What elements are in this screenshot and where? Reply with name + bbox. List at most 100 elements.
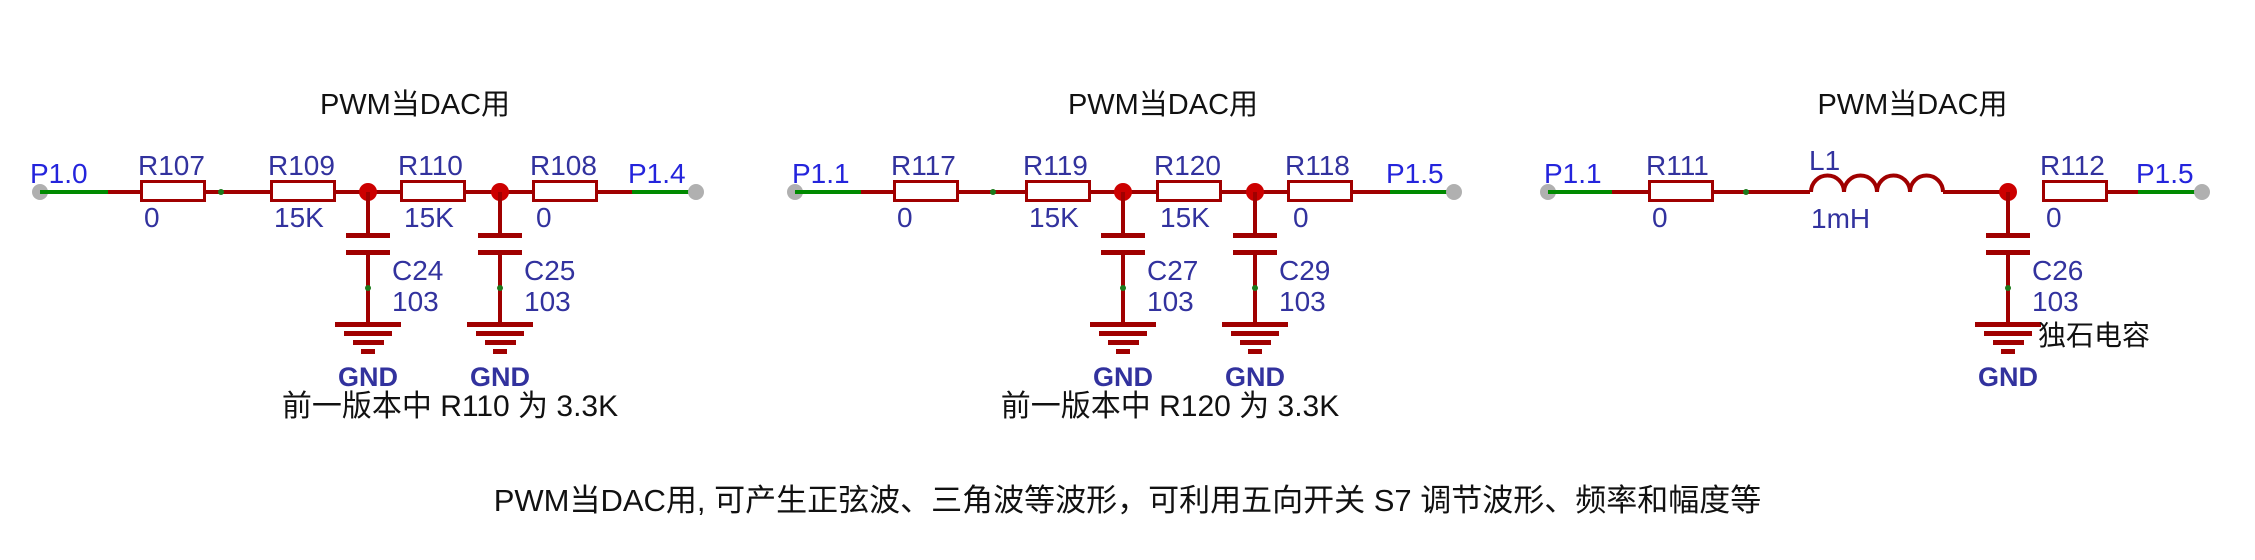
capacitor-C29[interactable] xyxy=(1233,233,1277,238)
capacitor-C24[interactable] xyxy=(346,250,390,255)
gnd-label: GND xyxy=(1093,362,1153,392)
wire xyxy=(1253,192,1257,233)
resistor-value: 15K xyxy=(274,202,324,233)
resistor-ref: R120 xyxy=(1154,150,1221,181)
pin-dot xyxy=(365,285,371,291)
gnd-symbol xyxy=(361,349,375,354)
gnd-label: GND xyxy=(470,362,530,392)
capacitor-C25[interactable] xyxy=(478,233,522,238)
wire xyxy=(1612,190,1648,194)
capacitor-C29[interactable] xyxy=(1233,250,1277,255)
capacitor-C26[interactable] xyxy=(1986,233,2030,238)
resistor-R118[interactable] xyxy=(1287,180,1353,202)
resistor-R108[interactable] xyxy=(532,180,598,202)
resistor-R110[interactable] xyxy=(400,180,466,202)
capacitor-value: 103 xyxy=(2032,286,2079,317)
capacitor-ref: C26 xyxy=(2032,255,2084,286)
resistor-value: 0 xyxy=(536,202,552,233)
resistor-R107[interactable] xyxy=(140,180,206,202)
schematic-caption: PWM当DAC用, 可产生正弦波、三角波等波形，可利用五向开关 S7 调节波形、… xyxy=(493,483,1762,518)
circuit1-title: PWM当DAC用 xyxy=(319,89,511,121)
inductor-ref: L1 xyxy=(1809,145,1841,176)
gnd-symbol xyxy=(335,322,401,327)
circuit2-title: PWM当DAC用 xyxy=(1067,89,1259,121)
resistor-value: 0 xyxy=(1652,202,1668,233)
gnd-symbol xyxy=(1222,322,1288,327)
resistor-value: 15K xyxy=(404,202,454,233)
pin-dot xyxy=(990,189,996,195)
pin-dot xyxy=(497,285,503,291)
capacitor-ref: C27 xyxy=(1147,255,1199,286)
resistor-ref: R108 xyxy=(530,150,597,181)
inductor-value: 1mH xyxy=(1811,203,1871,234)
resistor-R111[interactable] xyxy=(1648,180,1714,202)
gnd-symbol xyxy=(1248,349,1262,354)
resistor-value: 0 xyxy=(1293,202,1309,233)
gnd-symbol xyxy=(1231,331,1279,336)
resistor-R112[interactable] xyxy=(2042,180,2108,202)
capacitor-ref: C24 xyxy=(392,255,444,286)
resistor-value: 0 xyxy=(144,202,160,233)
inductor-L1[interactable] xyxy=(1809,168,1945,194)
net-wire xyxy=(40,190,108,194)
gnd-symbol xyxy=(1975,322,2041,327)
wire xyxy=(206,190,270,194)
capacitor-ref: C29 xyxy=(1279,255,1331,286)
gnd-symbol xyxy=(476,331,524,336)
net-wire xyxy=(2138,190,2202,194)
gnd-symbol xyxy=(1984,331,2032,336)
resistor-R120[interactable] xyxy=(1156,180,1222,202)
net-wire xyxy=(795,190,861,194)
circuit3-output-terminal-dot[interactable] xyxy=(2194,184,2210,200)
wire xyxy=(108,190,140,194)
pin-dot xyxy=(1120,285,1126,291)
net-wire xyxy=(1390,190,1454,194)
gnd-symbol xyxy=(344,331,392,336)
capacitor-C26[interactable] xyxy=(1986,250,2030,255)
gnd-label: GND xyxy=(338,362,398,392)
circuit2-revision-note: 前一版本中 R120 为 3.3K xyxy=(1000,390,1340,423)
capacitor-value: 103 xyxy=(1147,286,1194,317)
circuit2-input-port-label: P1.1 xyxy=(792,158,850,189)
circuit1-output-terminal-dot[interactable] xyxy=(688,184,704,200)
net-wire xyxy=(1548,190,1612,194)
wire xyxy=(861,190,893,194)
net-wire xyxy=(632,190,696,194)
pin-dot xyxy=(1743,189,1749,195)
capacitor-ref: C25 xyxy=(524,255,576,286)
capacitor-value: 103 xyxy=(524,286,571,317)
resistor-R117[interactable] xyxy=(893,180,959,202)
capacitor-C24[interactable] xyxy=(346,233,390,238)
wire xyxy=(498,192,502,233)
resistor-value: 15K xyxy=(1029,202,1079,233)
gnd-symbol xyxy=(1240,340,1271,345)
circuit3-input-port-label: P1.1 xyxy=(1544,158,1602,189)
capacitor-value: 103 xyxy=(392,286,439,317)
gnd-label: GND xyxy=(1978,362,2038,392)
gnd-symbol xyxy=(2001,349,2015,354)
circuit1-input-port-label: P1.0 xyxy=(30,158,88,189)
capacitor-value: 103 xyxy=(1279,286,1326,317)
gnd-symbol xyxy=(1090,322,1156,327)
circuit1-revision-note: 前一版本中 R110 为 3.3K xyxy=(281,390,619,423)
gnd-symbol xyxy=(353,340,384,345)
resistor-ref: R117 xyxy=(891,150,956,181)
capacitor-C25[interactable] xyxy=(478,250,522,255)
gnd-symbol xyxy=(1116,349,1130,354)
gnd-label: GND xyxy=(1225,362,1285,392)
circuit1-output-port-label: P1.4 xyxy=(628,158,686,189)
gnd-symbol xyxy=(493,349,507,354)
capacitor-type-note: 独石电容 xyxy=(2038,320,2151,351)
wire xyxy=(2108,190,2138,194)
gnd-symbol xyxy=(1099,331,1147,336)
resistor-R119[interactable] xyxy=(1025,180,1091,202)
circuit2-output-terminal-dot[interactable] xyxy=(1446,184,1462,200)
capacitor-C27[interactable] xyxy=(1101,250,1145,255)
resistor-R109[interactable] xyxy=(270,180,336,202)
wire xyxy=(1353,190,1390,194)
resistor-ref: R118 xyxy=(1285,150,1350,181)
pin-dot xyxy=(1252,285,1258,291)
capacitor-C27[interactable] xyxy=(1101,233,1145,238)
resistor-ref: R109 xyxy=(268,150,335,181)
